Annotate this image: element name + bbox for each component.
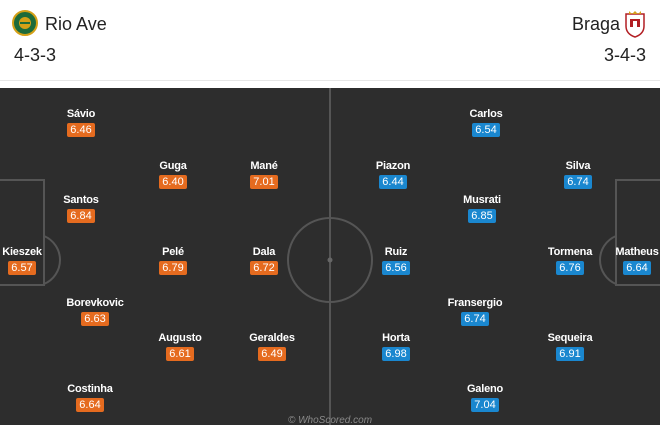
match-header: Rio Ave 4-3-3 Braga 3-4-3: [0, 0, 660, 80]
player-away-def[interactable]: Tormena 6.76: [525, 246, 615, 276]
player-away-fwd[interactable]: Carlos 6.54: [441, 108, 531, 138]
player-name: Carlos: [469, 108, 503, 120]
braga-crest-icon: [625, 11, 645, 38]
player-home-fwd[interactable]: Geraldes 6.49: [227, 332, 317, 362]
player-rating: 6.54: [472, 123, 500, 137]
away-team-name[interactable]: Braga: [571, 14, 620, 34]
player-name: Costinha: [67, 383, 113, 395]
player-rating: 6.91: [556, 347, 584, 361]
player-away-mid[interactable]: Piazon 6.44: [348, 160, 438, 190]
player-away-fwd[interactable]: Galeno 7.04: [440, 383, 530, 413]
home-team-name[interactable]: Rio Ave: [45, 14, 107, 34]
player-home-mid[interactable]: Augusto 6.61: [135, 332, 225, 362]
player-rating: 6.63: [81, 312, 109, 326]
pitch-lines: [0, 88, 660, 425]
player-home-def[interactable]: Borevkovic 6.63: [50, 297, 140, 327]
player-name: Dala: [252, 246, 276, 258]
player-name: Pelé: [162, 246, 184, 258]
player-name: Mané: [250, 160, 278, 172]
player-name: Musrati: [463, 194, 501, 206]
player-home-def[interactable]: Sávio 6.46: [36, 108, 126, 138]
player-rating: 6.79: [159, 261, 187, 275]
away-goal-box: [615, 179, 660, 286]
player-away-mid[interactable]: Fransergio 6.74: [430, 297, 520, 327]
player-rating: 6.64: [76, 398, 104, 412]
player-rating: 6.40: [159, 175, 187, 189]
player-rating: 6.76: [556, 261, 584, 275]
player-name: Matheus: [615, 246, 659, 258]
player-name: Kieszek: [2, 246, 42, 258]
center-circle: [287, 217, 373, 303]
player-name: Silva: [565, 160, 591, 172]
player-home-def[interactable]: Costinha 6.64: [45, 383, 135, 413]
player-name: Guga: [159, 160, 187, 172]
player-rating: 7.01: [250, 175, 278, 189]
player-away-gk[interactable]: Matheus 6.64: [592, 246, 660, 276]
home-formation: 4-3-3: [14, 45, 57, 65]
player-away-mid[interactable]: Ruiz 6.56: [351, 246, 441, 276]
player-rating: 6.44: [379, 175, 407, 189]
player-rating: 6.74: [564, 175, 592, 189]
player-rating: 6.46: [67, 123, 95, 137]
player-name: Galeno: [466, 383, 504, 395]
watermark: © WhoScored.com: [287, 415, 373, 426]
player-name: Horta: [382, 332, 410, 344]
home-penalty-arc: [43, 235, 61, 285]
player-home-def[interactable]: Santos 6.84: [36, 194, 126, 224]
rio-ave-crest-icon: [12, 10, 38, 36]
player-home-mid[interactable]: Pelé 6.79: [128, 246, 218, 276]
away-formation: 3-4-3: [603, 45, 646, 65]
player-name: Borevkovic: [66, 297, 124, 309]
player-name: Sequeira: [547, 332, 593, 344]
player-name: Geraldes: [249, 332, 295, 344]
player-rating: 6.84: [67, 209, 95, 223]
player-away-def[interactable]: Sequeira 6.91: [525, 332, 615, 362]
player-name: Augusto: [158, 332, 202, 344]
away-penalty-arc: [599, 235, 617, 285]
player-rating: 6.72: [250, 261, 278, 275]
player-rating: 6.49: [258, 347, 286, 361]
player-home-gk[interactable]: Kieszek 6.57: [0, 246, 67, 276]
player-away-def[interactable]: Silva 6.74: [533, 160, 623, 190]
player-name: Sávio: [66, 108, 96, 120]
player-rating: 6.74: [461, 312, 489, 326]
player-rating: 6.64: [623, 261, 651, 275]
player-name: Santos: [63, 194, 99, 206]
player-rating: 7.04: [471, 398, 499, 412]
player-name: Ruiz: [384, 246, 408, 258]
player-home-mid[interactable]: Guga 6.40: [128, 160, 218, 190]
home-goal-box: [0, 179, 45, 286]
player-home-fwd[interactable]: Dala 6.72: [219, 246, 309, 276]
player-name: Piazon: [375, 160, 411, 172]
player-rating: 6.98: [382, 347, 410, 361]
pitch: Kieszek 6.57 Sávio 6.46 Santos 6.84 Borevko…: [0, 88, 660, 425]
player-away-fwd[interactable]: Horta 6.98: [351, 332, 441, 362]
player-rating: 6.57: [8, 261, 36, 275]
header-divider: [0, 80, 660, 81]
player-home-fwd[interactable]: Mané 7.01: [219, 160, 309, 190]
center-spot: [327, 257, 333, 263]
player-name: Tormena: [547, 246, 593, 258]
player-rating: 6.61: [166, 347, 194, 361]
player-name: Fransergio: [447, 297, 503, 309]
player-rating: 6.56: [382, 261, 410, 275]
player-away-mid[interactable]: Musrati 6.85: [437, 194, 527, 224]
player-rating: 6.85: [468, 209, 496, 223]
